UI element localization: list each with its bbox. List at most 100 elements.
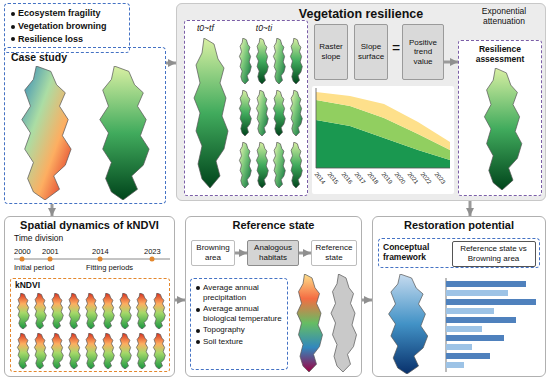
timeline-dot: [20, 257, 25, 262]
panel-ground: [176, 3, 546, 201]
kndvi-map: [17, 293, 29, 329]
flow-arrow: [166, 62, 176, 65]
bullet-item: Ecosystem fragility: [10, 8, 124, 19]
flow-arrow: [235, 252, 247, 255]
bullet-item: Soil texture: [195, 337, 283, 347]
kndvi-map: [34, 293, 46, 329]
box-text: Analogous habitats: [250, 243, 296, 262]
process-box: Slope surface: [354, 24, 388, 80]
timeline-dot: [98, 257, 103, 262]
kndvi-map: [34, 333, 46, 369]
chart-bar: [446, 281, 526, 287]
trend-map: [290, 38, 302, 84]
bullet-item: Vegetation browning: [10, 21, 124, 32]
case-study-panel: Case study: [4, 47, 166, 204]
tick-label: 2018: [366, 171, 380, 186]
trend-map: [239, 90, 251, 136]
kndvi-map: [153, 293, 165, 329]
kndvi-map: [153, 333, 165, 369]
kndvi-map: [102, 293, 114, 329]
time-window-box: t0~tft0~ti: [184, 20, 308, 196]
chart-band: [316, 92, 450, 150]
framework-box: Conceptual frameworkReference state vs B…: [378, 238, 540, 268]
panel-ground: [184, 20, 308, 196]
potential-map: [389, 274, 428, 374]
tick-label: 2015: [326, 171, 340, 186]
tick-label: 2019: [379, 171, 393, 186]
trend-map: [273, 142, 285, 188]
bullet-item: Resilience loss: [10, 34, 124, 45]
study-map: [100, 66, 149, 200]
assessment-box: Resilience assessment: [458, 40, 542, 196]
kndvi-box: kNDVI: [10, 278, 170, 372]
process-box: Raster slope: [314, 24, 348, 80]
year-label: 2001: [42, 247, 59, 256]
flow-arrow: [444, 61, 458, 64]
box-text: Browning area: [194, 243, 232, 262]
kndvi-map: [17, 333, 29, 369]
box-text: Reference state vs Browning area: [455, 244, 533, 263]
flow-arrow: [175, 299, 185, 302]
process-box: Browning area: [191, 240, 235, 266]
timeline: [14, 259, 170, 260]
kndvi-map: [68, 333, 80, 369]
flow-arrow: [299, 252, 311, 255]
period-label: Initial period: [14, 263, 54, 272]
kndvi-map: [102, 333, 114, 369]
box-text: kNDVI: [15, 280, 165, 290]
box-text: Restoration potential: [375, 219, 543, 232]
year-label: 2014: [92, 247, 109, 256]
box-text: Resilience assessment: [462, 44, 538, 64]
axis-title: Time division: [14, 233, 63, 243]
flow-arrow: [469, 201, 472, 216]
trend-map: [256, 142, 268, 188]
trend-map: [290, 90, 302, 136]
box-text: Slope surface: [358, 42, 384, 61]
flow-arrow: [362, 299, 372, 302]
tick-label: 2017: [352, 171, 366, 186]
resilience-panel: Vegetation resiliencet0~tft0~tiRaster sl…: [176, 3, 546, 201]
period-label: Fitting periods: [86, 263, 133, 272]
chart-bar: [446, 308, 494, 314]
tick-label: 2021: [406, 171, 420, 186]
trend-map: [273, 38, 285, 84]
year-label: 2000: [14, 247, 31, 256]
box-text: Reference state: [188, 219, 359, 232]
chart-bar: [446, 335, 504, 341]
chart-axis: [316, 168, 450, 169]
chart-bar: [446, 290, 508, 296]
bullet-item: Topography: [195, 325, 283, 335]
trend-map: [256, 38, 268, 84]
timeline-dot: [48, 257, 53, 262]
tick-label: 2023: [432, 171, 446, 186]
panel-ground: [458, 40, 542, 196]
box-text: Conceptual framework: [383, 242, 451, 262]
box-text: Raster slope: [318, 42, 344, 61]
box-text: Case study: [11, 51, 159, 64]
step-label: Exponential attenuation: [466, 6, 542, 26]
chart-bar: [446, 317, 516, 323]
box-text: Positive trend value: [406, 38, 440, 67]
chart-axis: [316, 88, 317, 168]
kndvi-map: [51, 333, 63, 369]
tick-label: 2022: [419, 171, 433, 186]
chart-bar: [446, 353, 490, 359]
process-box: Reference state vs Browning area: [452, 241, 536, 267]
bullet-item: Average annual precipitation: [195, 283, 283, 302]
kndvi-map: [85, 333, 97, 369]
process-box: Analogous habitats: [247, 240, 299, 266]
year-label: 2023: [144, 247, 161, 256]
box-text: t0~ti: [256, 23, 272, 33]
reference-panel: Reference stateBrowning areaAnalogous ha…: [185, 216, 362, 377]
process-box: Reference state: [311, 240, 357, 266]
problem-box: Ecosystem fragilityVegetation browningRe…: [4, 3, 130, 53]
study-map: [22, 66, 71, 200]
chart-bar: [446, 362, 464, 368]
restoration-panel: Restoration potentialConceptual framewor…: [372, 216, 546, 377]
box-text: Spatial dynamics of kNDVI: [7, 219, 172, 232]
chart-ground: [312, 86, 454, 194]
bullet-item: Average annual biological temperature: [195, 304, 283, 323]
tick-label: 2016: [339, 171, 353, 186]
tick-label: 2014: [312, 171, 326, 186]
